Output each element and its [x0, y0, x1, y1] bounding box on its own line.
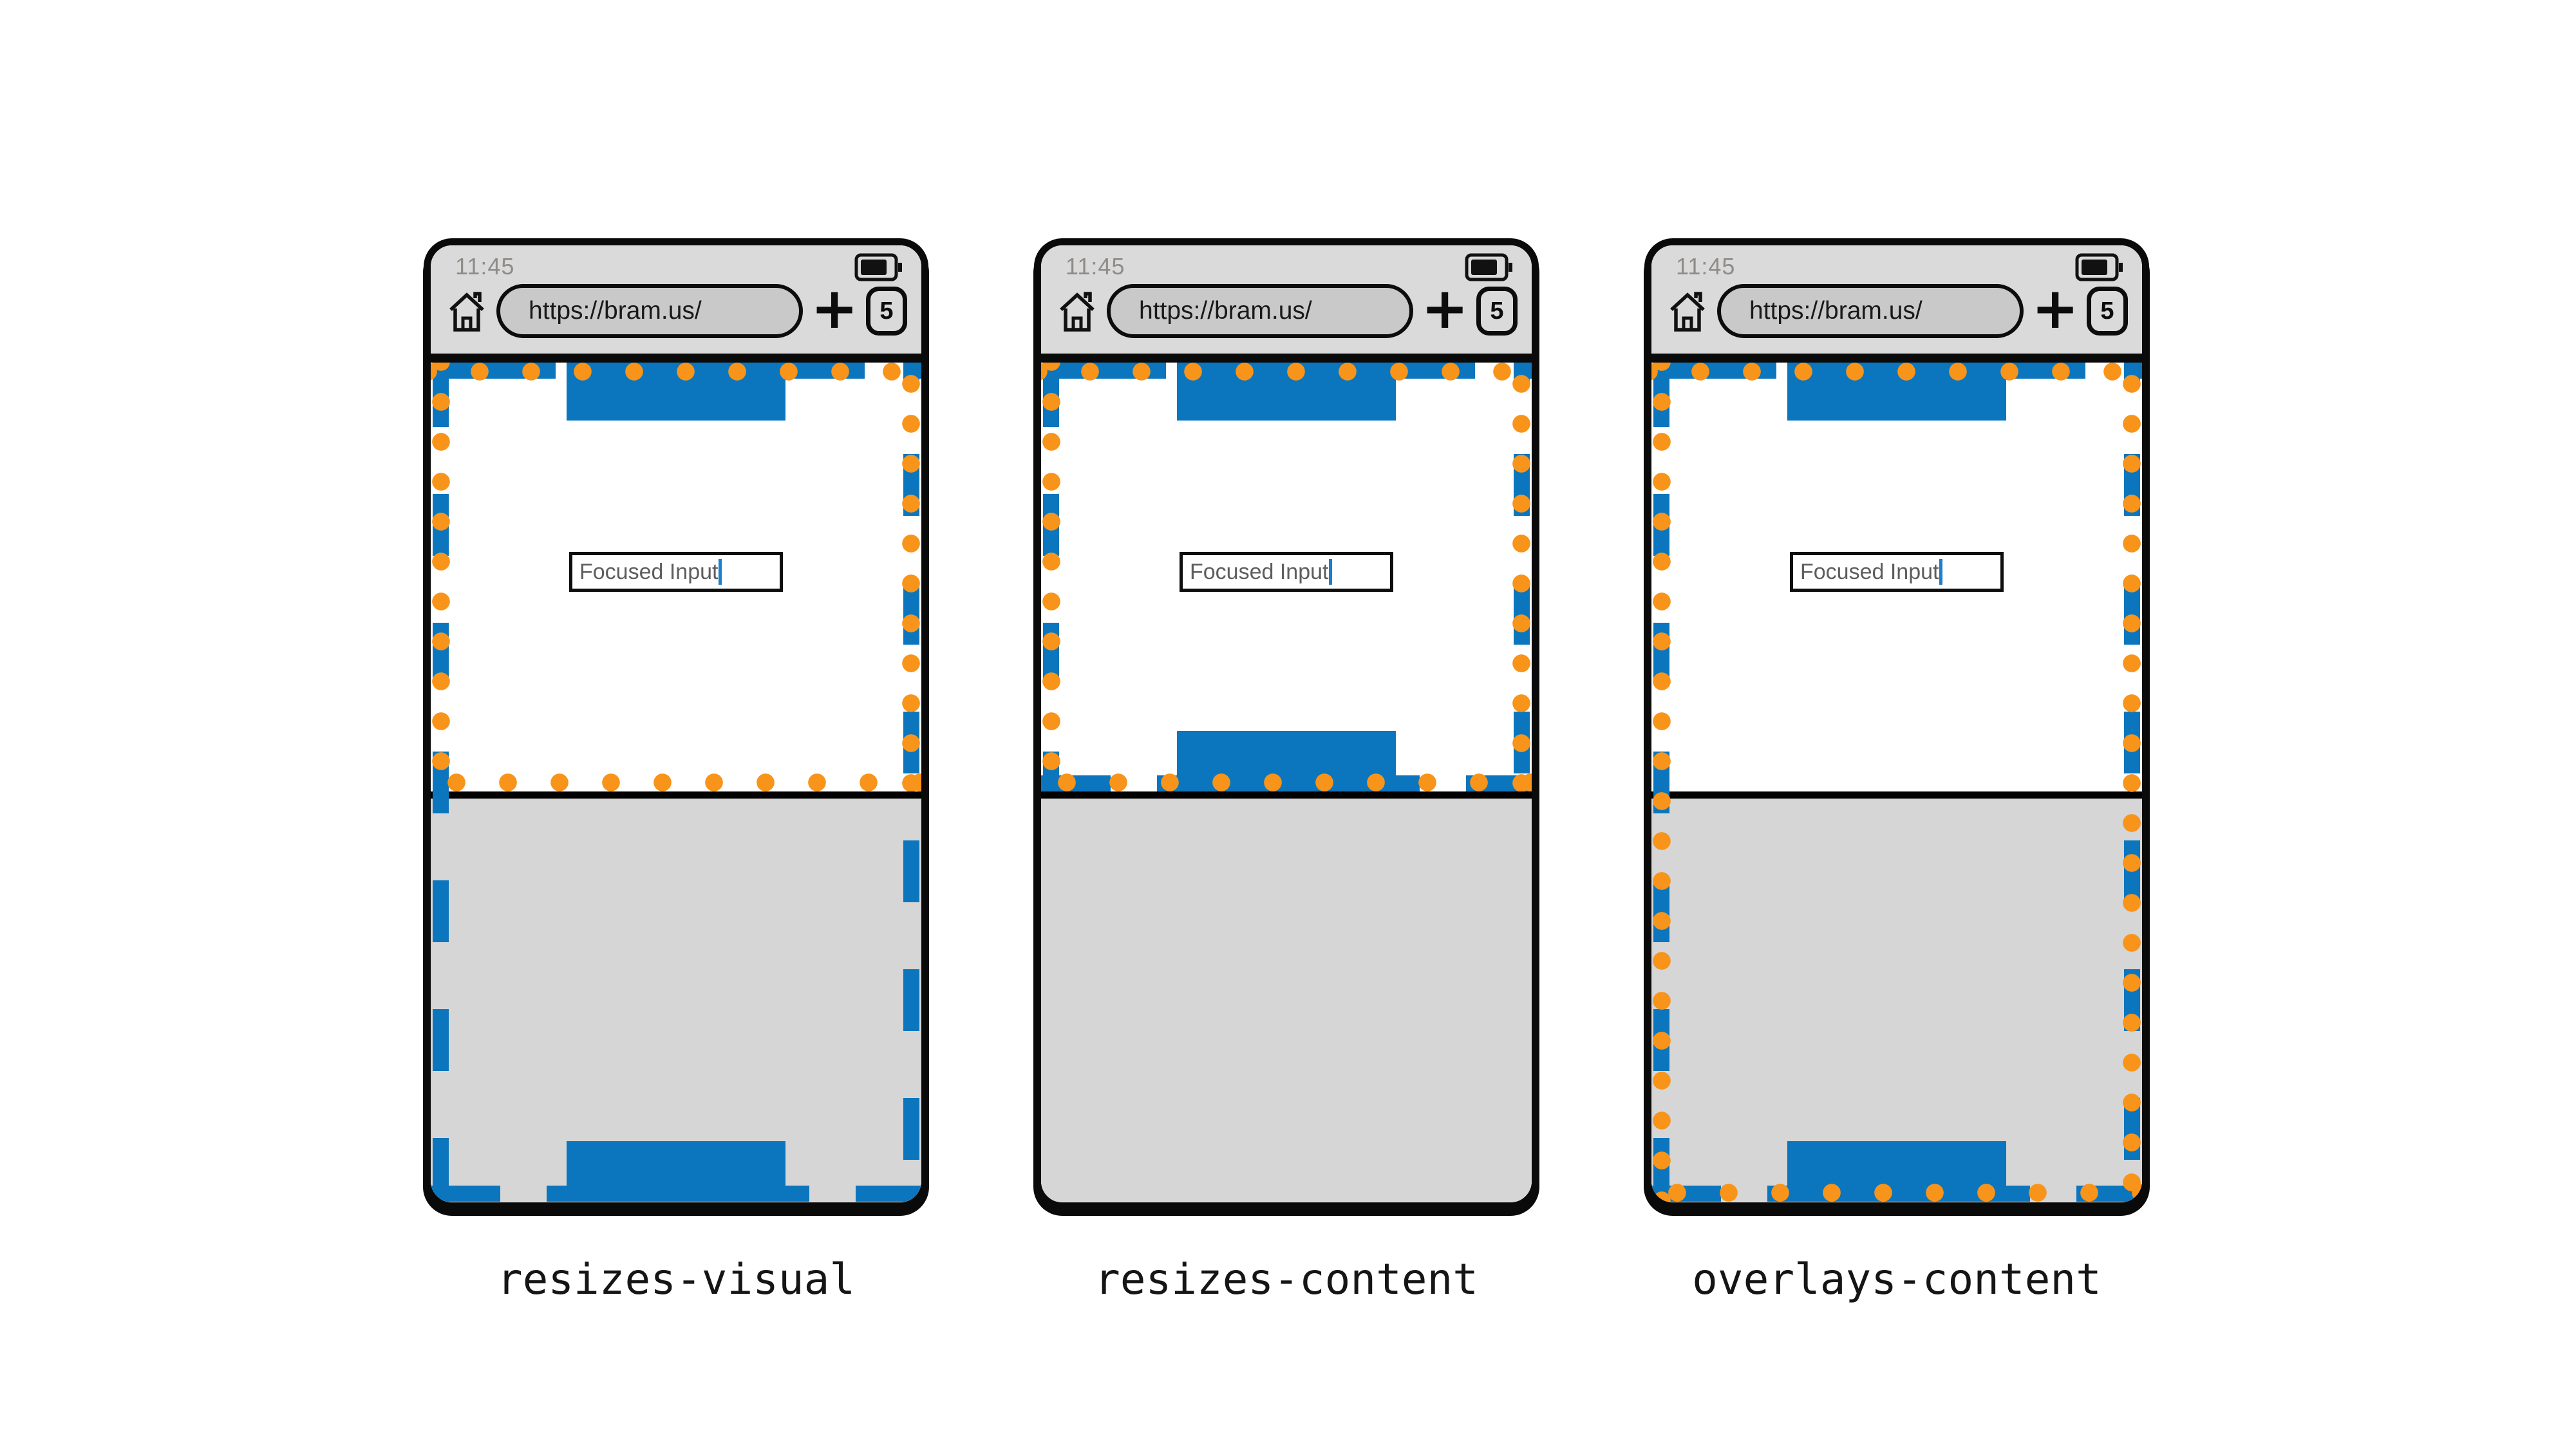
focused-input[interactable]: Focused Input [569, 552, 783, 592]
page-header-block [1177, 363, 1396, 421]
home-icon [1058, 289, 1096, 333]
phone-frame: 11:45 [1034, 238, 1539, 1209]
screen: Focused Input [431, 363, 921, 1202]
page-footer-block [1177, 731, 1396, 791]
virtual-keyboard-area [1651, 791, 2142, 1202]
layout-viewport-layer [1651, 363, 2142, 1202]
tab-count-button[interactable]: 5 [2087, 287, 2128, 336]
browser-toolbar: https://bram.us/ + 5 [1651, 280, 2142, 338]
phones-row: 11:45 [424, 238, 2149, 1304]
url-bar[interactable]: https://bram.us/ [1717, 284, 2024, 338]
chrome-separator [1651, 354, 2142, 363]
page-border-left [433, 363, 449, 1202]
status-time: 11:45 [455, 253, 515, 279]
caption-overlays-content: overlays-content [1692, 1255, 2101, 1304]
url-text: https://bram.us/ [1139, 297, 1312, 325]
tab-count-button[interactable]: 5 [866, 287, 907, 336]
battery-icon [854, 253, 905, 281]
phone-frame: 11:45 [1644, 238, 2149, 1209]
tab-count-button[interactable]: 5 [1476, 287, 1518, 336]
page-header-block [1787, 363, 2006, 421]
layout-viewport-layer [431, 363, 921, 1202]
focused-input-value: Focused Input [579, 559, 719, 584]
browser-chrome: 11:45 [431, 245, 921, 354]
chrome-separator [431, 354, 921, 363]
page-footer-block [1787, 1141, 2006, 1202]
home-icon [1668, 289, 1707, 333]
focused-input-value: Focused Input [1800, 559, 1939, 584]
screen: Focused Input [1651, 363, 2142, 1202]
new-tab-button[interactable]: + [1421, 275, 1469, 341]
text-caret [719, 559, 722, 585]
phone-resizes-visual: 11:45 [424, 238, 928, 1304]
text-caret [1939, 559, 1943, 585]
status-bar: 11:45 [431, 245, 921, 281]
url-text: https://bram.us/ [529, 297, 702, 325]
screen: Focused Input [1041, 363, 1532, 1202]
url-bar[interactable]: https://bram.us/ [496, 284, 804, 338]
text-caret [1329, 559, 1333, 585]
battery-icon [2075, 253, 2125, 281]
battery-icon [1465, 253, 1515, 281]
phone-frame: 11:45 [424, 238, 928, 1209]
browser-chrome: 11:45 [1041, 245, 1532, 354]
page-border-right [903, 363, 919, 1202]
focused-input[interactable]: Focused Input [1180, 552, 1393, 592]
page-header-block [567, 363, 785, 421]
page-border-right [1514, 363, 1530, 791]
chrome-separator [1041, 354, 1532, 363]
page-footer-block [567, 1141, 785, 1202]
phone-resizes-content: 11:45 [1034, 238, 1539, 1304]
page-border-left [1043, 363, 1059, 791]
new-tab-button[interactable]: + [811, 275, 858, 341]
status-time: 11:45 [1066, 253, 1125, 279]
browser-chrome: 11:45 [1651, 245, 2142, 354]
focused-input-value: Focused Input [1190, 559, 1329, 584]
home-button[interactable] [1058, 289, 1096, 333]
page-border-left [1653, 363, 1669, 1202]
home-button[interactable] [447, 289, 486, 333]
virtual-keyboard-area [1041, 791, 1532, 1202]
url-text: https://bram.us/ [1749, 297, 1923, 325]
browser-toolbar: https://bram.us/ + 5 [431, 280, 921, 338]
focused-input[interactable]: Focused Input [1790, 552, 2004, 592]
home-button[interactable] [1668, 289, 1707, 333]
url-bar[interactable]: https://bram.us/ [1107, 284, 1414, 338]
new-tab-button[interactable]: + [2031, 275, 2079, 341]
status-bar: 11:45 [1041, 245, 1532, 281]
phone-overlays-content: 11:45 [1644, 238, 2149, 1304]
home-icon [447, 289, 486, 333]
caption-resizes-content: resizes-content [1094, 1255, 1479, 1304]
caption-resizes-visual: resizes-visual [496, 1255, 856, 1304]
virtual-keyboard-area [431, 791, 921, 1202]
status-bar: 11:45 [1651, 245, 2142, 281]
status-time: 11:45 [1676, 253, 1736, 279]
browser-toolbar: https://bram.us/ + 5 [1041, 280, 1532, 338]
page-border-right [2124, 363, 2140, 1202]
